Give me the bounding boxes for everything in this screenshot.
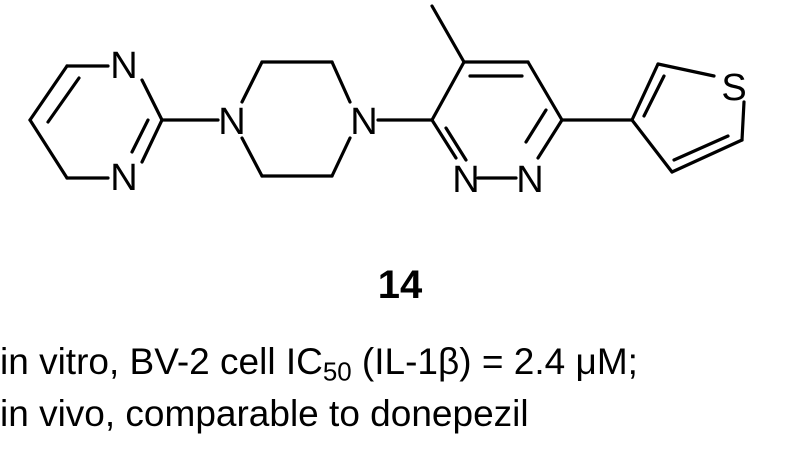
- pyridazine-ring: [430, 60, 564, 180]
- pyridazine-n2-label: N: [516, 159, 543, 201]
- piperazine-n-right-label: N: [350, 101, 377, 143]
- thiophene-s-label: S: [721, 67, 746, 109]
- caption-in-vitro-prefix: in vitro, BV-2 cell IC: [0, 341, 323, 382]
- caption-in-vitro-suffix: (IL-1β) = 2.4 μM;: [351, 341, 638, 382]
- piperazine-ring: [240, 60, 352, 178]
- thiophene-ring: [630, 62, 746, 174]
- pyrimidine-ring: [28, 64, 164, 180]
- pyrimidine-n-top-label: N: [110, 45, 137, 87]
- compound-number: 14: [377, 263, 423, 307]
- piperazine-n-left-label: N: [218, 101, 245, 143]
- caption-in-vivo: in vivo, comparable to donepezil: [0, 393, 529, 434]
- methyl-bond: [430, 4, 466, 64]
- caption-in-vitro: in vitro, BV-2 cell IC50 (IL-1β) = 2.4 μ…: [0, 340, 638, 387]
- chemical-structure: N N N N N N S: [28, 4, 747, 201]
- pyrimidine-n-bottom-label: N: [110, 157, 137, 199]
- caption-ic50-subscript: 50: [322, 358, 352, 387]
- pyridazine-n1-label: N: [452, 159, 479, 201]
